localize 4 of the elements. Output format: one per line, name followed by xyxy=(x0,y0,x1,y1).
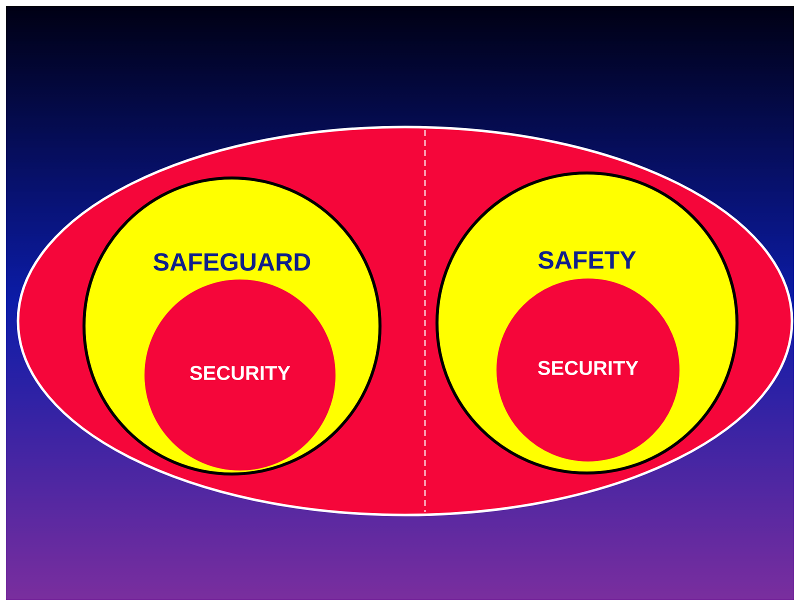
circle-label: SECURITY xyxy=(538,360,638,376)
circle-label: SECURITY xyxy=(190,366,290,380)
circle-heading: SAFEGUARD xyxy=(154,253,310,271)
circle-heading: SAFETY xyxy=(538,251,636,269)
